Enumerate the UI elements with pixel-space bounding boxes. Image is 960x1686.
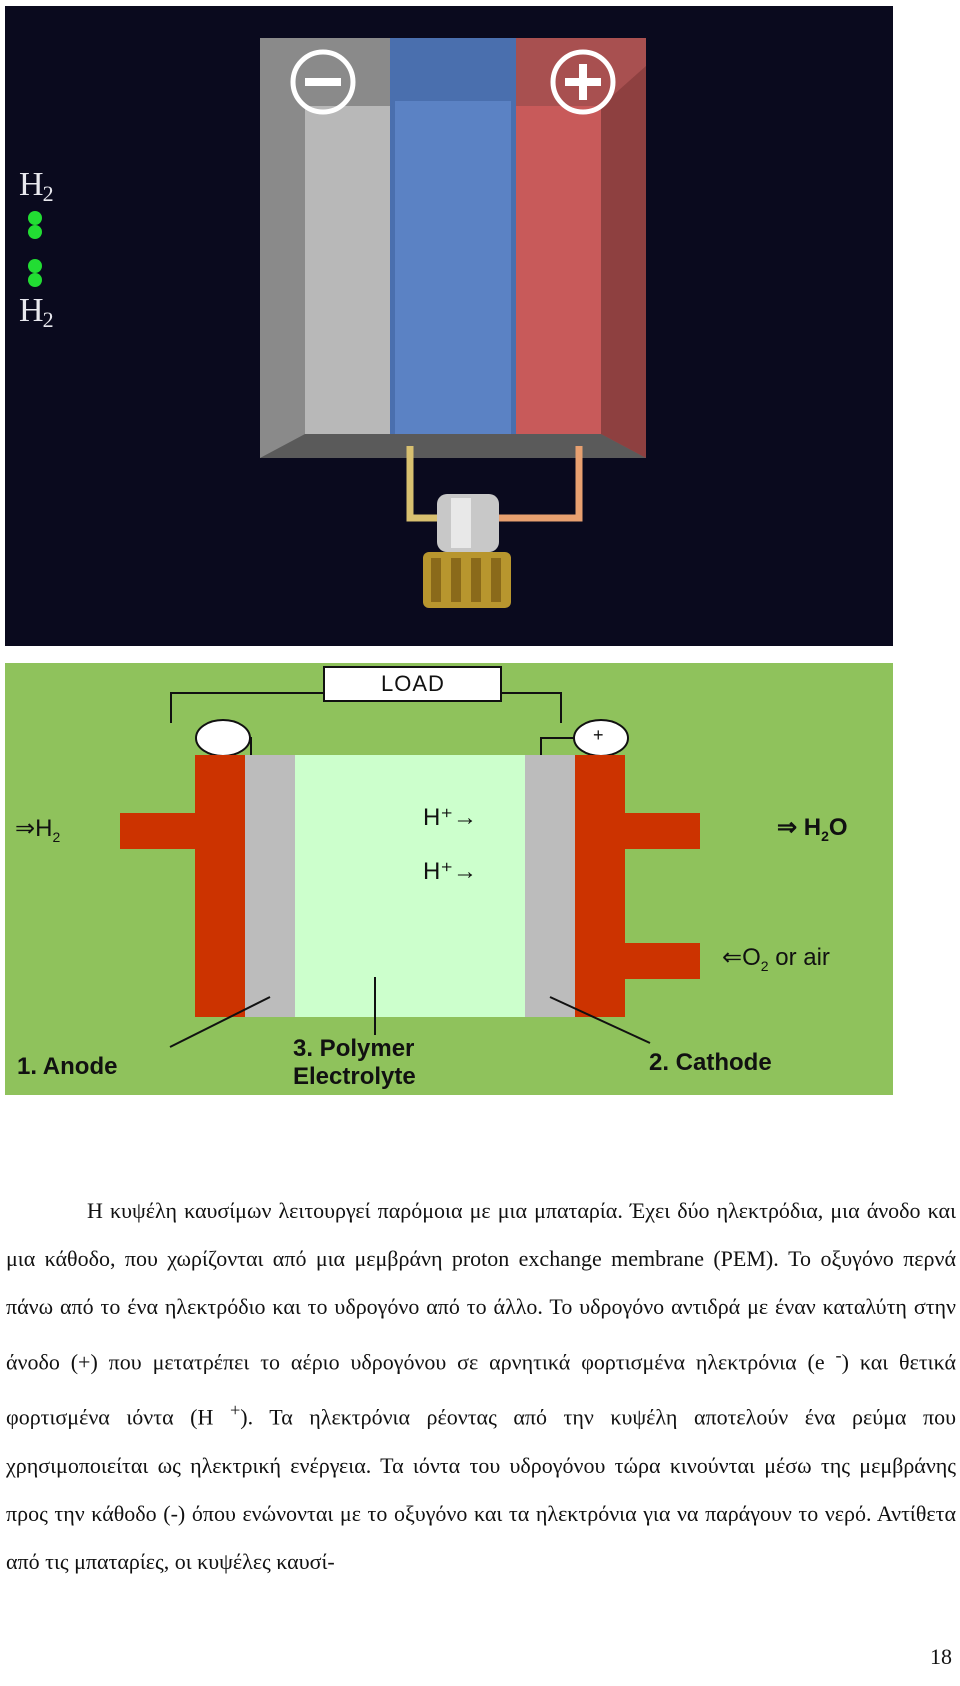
- motor-highlight: [451, 498, 471, 548]
- cathode-electrode: [525, 755, 575, 1017]
- h2-label-top: H2: [19, 166, 54, 206]
- cathode-leader: [549, 996, 651, 1044]
- h2o-output-label: ⇒ H2O: [777, 814, 848, 844]
- plus-sign-v: [579, 64, 587, 100]
- cathode-label: 2. Cathode: [649, 1049, 772, 1076]
- plus-terminal-icon: [550, 49, 616, 115]
- membrane-face: [395, 101, 511, 441]
- load-box: [323, 666, 502, 702]
- bottom-bevel: [260, 434, 646, 458]
- anode-leader: [169, 996, 271, 1048]
- wire-cathode: [491, 446, 583, 522]
- paragraph-part-2: ) και θετικά φορτισμένα ιόντα (H: [6, 1349, 956, 1430]
- proton-arrow-2: H⁺→: [423, 858, 477, 885]
- hydrogen-atom: [28, 259, 42, 273]
- paragraph-part-1: Η κυψέλη καυσίμων λειτουργεί παρόμοια με…: [6, 1198, 956, 1375]
- pem-schematic: LOAD + H⁺→ H⁺→ ⇒H2 ⇒ H2O ⇐O2 or air 1. A…: [5, 663, 893, 1095]
- cathode-terminal-symbol: +: [593, 725, 604, 745]
- proton-arrow-1: H⁺→: [423, 804, 477, 831]
- hydrogen-atom: [28, 273, 42, 287]
- anode-electrode: [245, 755, 295, 1017]
- polymer-electrolyte: [295, 755, 525, 1017]
- anode-plate: [195, 755, 245, 1017]
- minus-terminal-icon: [290, 49, 356, 115]
- pem-schematic-graphic: [120, 666, 700, 1048]
- h2o-outlet-pipe: [625, 813, 700, 849]
- cathode-plate: [575, 755, 625, 1017]
- cathode-face: [516, 106, 601, 434]
- h2-inlet-pipe: [120, 813, 195, 849]
- fuel-cell-animation: H2 H2: [5, 6, 893, 646]
- anode-label: 1. Anode: [17, 1053, 118, 1080]
- page-number: 18: [930, 1644, 952, 1669]
- cathode-bevel: [601, 66, 646, 458]
- ion-superscript: +: [229, 1400, 241, 1421]
- anode-face: [305, 106, 390, 434]
- load-label: LOAD: [381, 671, 445, 696]
- hydrogen-atom: [28, 225, 42, 239]
- minus-sign: [305, 78, 341, 86]
- body-paragraph: Η κυψέλη καυσίμων λειτουργεί παρόμοια με…: [6, 1187, 956, 1586]
- o2-inlet-pipe: [625, 943, 700, 979]
- electrolyte-label-line1: 3. Polymer: [293, 1035, 415, 1062]
- oxygen-input-label: ⇐O2 or air: [722, 944, 830, 974]
- gear-tooth-4: [491, 558, 501, 602]
- wire-anode: [406, 446, 445, 522]
- gear-icon: [423, 552, 511, 608]
- wire-right: [501, 692, 562, 723]
- h2-input-label: ⇒H2: [15, 815, 61, 845]
- wire-cathode-terminal: [540, 737, 581, 755]
- fuel-cell-animation-graphic: [28, 38, 646, 608]
- gear-tooth-3: [471, 558, 481, 602]
- wire-left: [170, 692, 324, 723]
- hydrogen-atom: [28, 211, 42, 225]
- gear-tooth-1: [431, 558, 441, 602]
- electron-superscript: -: [835, 1345, 842, 1365]
- electrolyte-label-line2: Electrolyte: [293, 1063, 416, 1090]
- gear-tooth-2: [451, 558, 461, 602]
- anode-terminal: [195, 719, 251, 757]
- h2-label-bottom: H2: [19, 292, 54, 332]
- paragraph-part-3: ). Τα ηλεκτρόνια ρέοντας από την κυψέλη …: [6, 1404, 956, 1574]
